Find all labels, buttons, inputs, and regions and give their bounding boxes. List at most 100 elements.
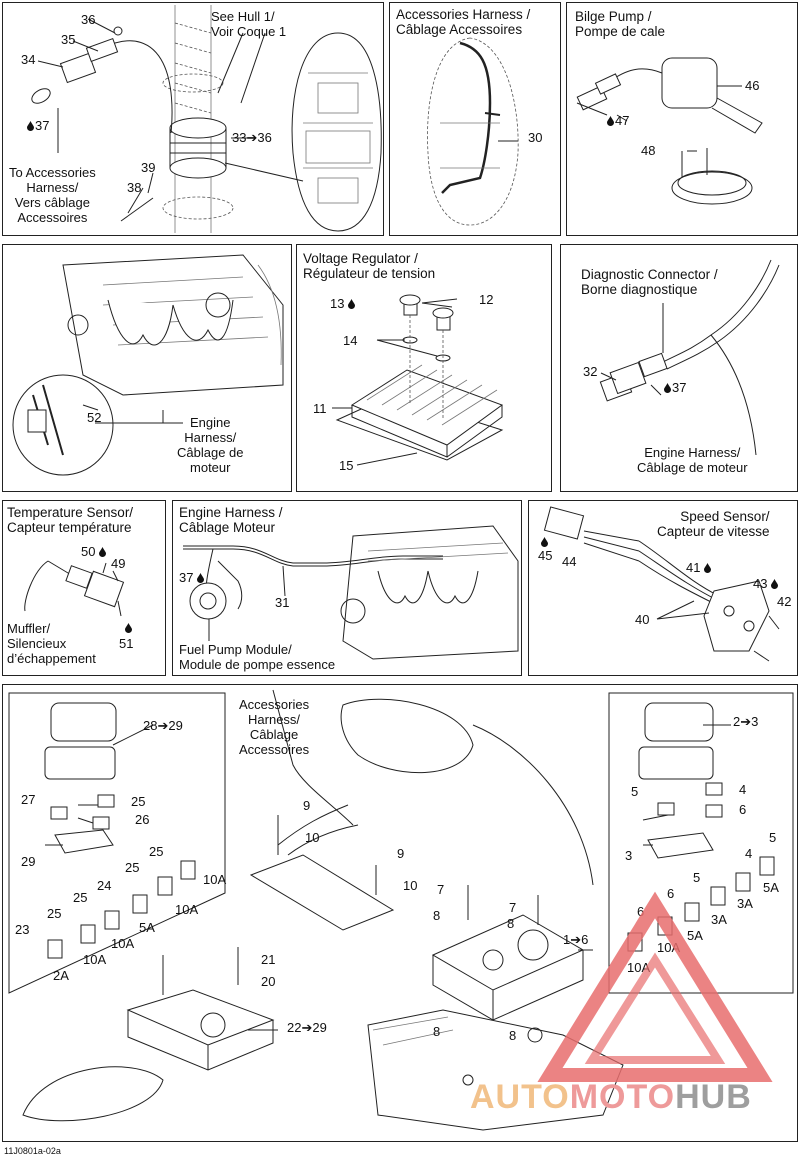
callout-22-29: 22➔29 [287, 1020, 327, 1035]
fuse-box-illustration [8, 689, 794, 1131]
callout-51: 51 [119, 636, 134, 651]
callout-9: 9 [397, 846, 405, 861]
panel-bottom-assembly: Accessories Harness/ Câblage Accessoires… [2, 684, 798, 1142]
lubricant-drop-icon [99, 547, 106, 557]
lubricant-drop-icon [541, 537, 548, 547]
panel-engine: Engine Harness/ Câblage de moteur 52 [2, 244, 292, 492]
amp-3a: 3A [711, 912, 727, 927]
callout-52: 52 [87, 410, 102, 425]
callout-3: 3 [625, 848, 633, 863]
hull-illustration [31, 5, 382, 233]
see-hull-label: See Hull 1/ Voir Coque 1 [211, 9, 287, 39]
callout-36: 36 [81, 12, 96, 27]
callout-5: 5 [693, 870, 701, 885]
callout-48: 48 [641, 143, 656, 158]
callout-38: 38 [127, 180, 142, 195]
lubricant-drop-icon [27, 121, 34, 131]
callout-46: 46 [745, 78, 760, 93]
amp-10a: 10A [203, 872, 227, 887]
lubricant-drop-icon [348, 299, 355, 309]
callout-34: 34 [21, 52, 36, 67]
callout-6: 6 [739, 802, 747, 817]
callout-25: 25 [47, 906, 62, 921]
callout-25: 25 [149, 844, 164, 859]
callout-45: 45 [538, 548, 553, 563]
callout-5: 5 [631, 784, 639, 799]
callout-4: 4 [745, 846, 753, 861]
muffler-label: Muffler/ Silencieux d’échappement [7, 621, 96, 666]
callout-13: 13 [330, 296, 345, 311]
callout-11: 11 [313, 401, 327, 416]
callout-7: 7 [437, 882, 445, 897]
amp-10a: 10A [627, 960, 651, 975]
callout-32: 32 [583, 364, 598, 379]
callout-25: 25 [125, 860, 140, 875]
temperature-title: Temperature Sensor/ Capteur température [7, 505, 134, 535]
callout-44: 44 [562, 554, 577, 569]
callout-2-3: 2➔3 [733, 714, 759, 729]
figure-code: 11J0801a-02a [4, 1146, 61, 1156]
panel-temperature: Temperature Sensor/ Capteur température … [2, 500, 166, 676]
callout-20: 20 [261, 974, 276, 989]
lubricant-drop-icon [607, 116, 614, 126]
voltage-regulator-illustration [332, 294, 504, 466]
panel-speed-sensor: Speed Sensor/ Capteur de vitesse 45 44 4… [528, 500, 798, 676]
callout-7: 7 [509, 900, 517, 915]
callout-39: 39 [141, 160, 156, 175]
amp-2a: 2A [53, 968, 69, 983]
callout-6: 6 [637, 904, 645, 919]
callout-8: 8 [509, 1028, 517, 1043]
diagnostic-connector-illustration [599, 259, 780, 456]
watermark-auto: AUTO [470, 1078, 570, 1116]
bilge-pump-title: Bilge Pump / Pompe de cale [575, 9, 666, 39]
lubricant-drop-icon [125, 623, 132, 633]
callout-8: 8 [433, 1024, 441, 1039]
speed-sensor-title: Speed Sensor/ Capteur de vitesse [657, 509, 770, 539]
accessories-harness-label: Accessories Harness/ Câblage Accessoires [239, 697, 310, 757]
callout-35: 35 [61, 32, 76, 47]
panel-accessories-harness: Accessories Harness / Câblage Accessoire… [389, 2, 561, 236]
amp-3a: 3A [737, 896, 753, 911]
callout-40: 40 [635, 612, 650, 627]
callout-25: 25 [131, 794, 146, 809]
lubricant-drop-icon [704, 563, 711, 573]
callout-23: 23 [15, 922, 30, 937]
panel-engine-harness: Engine Harness / Câblage Moteur Fuel Pum… [172, 500, 522, 676]
callout-49: 49 [111, 556, 126, 571]
lubricant-drop-icon [771, 579, 778, 589]
callout-15: 15 [339, 458, 354, 473]
callout-37: 37 [35, 118, 50, 133]
diagnostic-title: Diagnostic Connector / Borne diagnostiqu… [581, 267, 718, 297]
amp-10a: 10A [111, 936, 135, 951]
callout-47: 47 [615, 113, 630, 128]
callout-24: 24 [97, 878, 112, 893]
watermark-hub: HUB [675, 1078, 752, 1116]
callout-8: 8 [433, 908, 441, 923]
lubricant-drop-icon [197, 573, 204, 583]
engine-illustration [12, 254, 284, 476]
watermark-text: AUTOMOTOHUB [470, 1078, 752, 1117]
fuel-pump-label: Fuel Pump Module/ Module de pompe essenc… [179, 642, 336, 672]
callout-26: 26 [135, 812, 150, 827]
callout-41: 41 [686, 560, 701, 575]
callout-43: 43 [753, 576, 768, 591]
callout-33-36: 33➔36 [232, 130, 272, 145]
amp-10a: 10A [83, 952, 107, 967]
accessories-harness-illustration [427, 37, 519, 226]
callout-10: 10 [403, 878, 418, 893]
amp-10a: 10A [175, 902, 199, 917]
temperature-sensor-illustration [24, 560, 125, 617]
callout-5: 5 [769, 830, 777, 845]
engine-harness-label: Engine Harness/ Câblage de moteur [637, 445, 748, 475]
panel-hull: See Hull 1/ Voir Coque 1 To Accessories … [2, 2, 384, 236]
amp-10a: 10A [657, 940, 681, 955]
callout-50: 50 [81, 544, 96, 559]
voltage-regulator-title: Voltage Regulator / Régulateur de tensio… [303, 251, 436, 281]
panel-bilge-pump: Bilge Pump / Pompe de cale 46 47 48 [566, 2, 798, 236]
amp-5a: 5A [763, 880, 779, 895]
amp-5a: 5A [687, 928, 703, 943]
callout-6: 6 [667, 886, 675, 901]
callout-27: 27 [21, 792, 36, 807]
panel-diagnostic: Diagnostic Connector / Borne diagnostiqu… [560, 244, 798, 492]
callout-42: 42 [777, 594, 792, 609]
